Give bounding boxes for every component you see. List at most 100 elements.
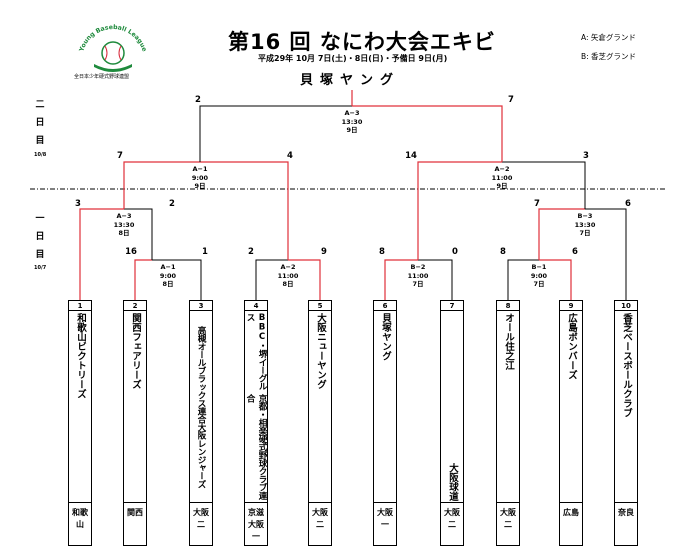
bracket-line-2 bbox=[134, 259, 152, 303]
score: 7 bbox=[117, 151, 123, 161]
team-seed: 2 bbox=[124, 301, 146, 311]
team-region: 和歌山 bbox=[69, 502, 91, 545]
team-box-1: 1 和歌山ビクトリーズ 和歌山 bbox=[68, 300, 92, 546]
match-info-a1-day2: A−1 9:00 9日 bbox=[192, 165, 208, 191]
score: 2 bbox=[195, 95, 201, 105]
team-seed: 6 bbox=[374, 301, 396, 311]
match-time: 13:30 bbox=[574, 220, 596, 229]
team-seed: 4 bbox=[245, 301, 267, 311]
score: 8 bbox=[379, 247, 385, 257]
bracket-line-b1-winner bbox=[538, 208, 585, 260]
team-region: 奈良 bbox=[615, 502, 637, 545]
team-box-3: 3 高槻オールブラックス連合 大阪レンジャーズ 大阪二 bbox=[189, 300, 213, 546]
team-seed: 5 bbox=[309, 301, 331, 311]
match-day: 7日 bbox=[412, 280, 424, 288]
bracket-line-a2-winner bbox=[200, 161, 289, 260]
score: 2 bbox=[248, 247, 254, 257]
bracket-line-6 bbox=[384, 259, 418, 303]
match-day: 7日 bbox=[533, 280, 545, 288]
logo-caption: 全日本少年硬式野球連盟 bbox=[74, 74, 130, 80]
champion-name: 貝塚ヤング bbox=[300, 73, 401, 88]
team-region: 大阪二 bbox=[441, 502, 463, 545]
score: 7 bbox=[508, 95, 514, 105]
score: 0 bbox=[452, 247, 458, 257]
score: 2 bbox=[169, 199, 175, 209]
bracket-line-8 bbox=[507, 259, 539, 303]
match-code: A−3 bbox=[344, 109, 360, 117]
team-name: 広島ボンバーズ bbox=[566, 313, 577, 380]
day2-label: 二日目 bbox=[35, 100, 45, 146]
team-name: 高槻オールブラックス連合 大阪レンジャーズ bbox=[190, 313, 212, 501]
bracket-line-7 bbox=[418, 259, 453, 303]
team-box-10: 10 香芝ベースボールクラブ 奈良 bbox=[614, 300, 638, 546]
match-info-a1-day1: A−1 9:00 8日 bbox=[160, 263, 176, 289]
score: 16 bbox=[125, 247, 137, 257]
match-info-a3-day1: A−3 13:30 8日 bbox=[114, 212, 135, 238]
team-region: 広島 bbox=[560, 502, 582, 545]
team-seed: 3 bbox=[190, 301, 212, 311]
match-time: 11:00 bbox=[407, 271, 429, 280]
team-name: 大阪球道 bbox=[447, 463, 458, 501]
day2-date: 10/8 bbox=[34, 152, 47, 158]
match-code: B−3 bbox=[577, 212, 593, 220]
score: 3 bbox=[75, 199, 81, 209]
team-region: 関西 bbox=[124, 502, 146, 545]
match-day: 9日 bbox=[496, 182, 508, 190]
bracket-line-5 bbox=[288, 259, 321, 303]
team-name: 大阪ニューヤング bbox=[315, 313, 326, 389]
match-info-b1-day1: B−1 9:00 7日 bbox=[531, 263, 547, 289]
match-info-a2-day2: A−2 11:00 9日 bbox=[492, 165, 513, 191]
team-seed: 9 bbox=[560, 301, 582, 311]
bracket-line-a1-winner bbox=[124, 208, 153, 260]
team-region: 大阪一 bbox=[374, 502, 396, 545]
score: 1 bbox=[202, 247, 208, 257]
team-box-2: 2 関西フェアリーズ 関西 bbox=[123, 300, 147, 546]
bracket-line-b3-winner bbox=[502, 161, 586, 209]
day1-date: 10/7 bbox=[34, 265, 47, 271]
team-region: 京滋大阪一 bbox=[245, 502, 267, 545]
score: 7 bbox=[534, 199, 540, 209]
team-seed: 1 bbox=[69, 301, 91, 311]
team-box-4: 4 BBC・堺イーグルス 京都・相楽硬式野球クラブ連合 京滋大阪一 bbox=[244, 300, 268, 546]
match-info-b2-day1: B−2 11:00 7日 bbox=[408, 263, 429, 289]
match-time: 11:00 bbox=[491, 173, 513, 182]
score: 14 bbox=[405, 151, 417, 161]
day1-label: 一日目 bbox=[35, 214, 45, 260]
team-name: 貝塚ヤング bbox=[380, 313, 391, 361]
match-code: A−1 bbox=[160, 263, 176, 271]
match-code: A−3 bbox=[116, 212, 132, 220]
bracket-line-3 bbox=[152, 259, 202, 303]
team-name: オール住之江 bbox=[503, 313, 514, 370]
bracket-line-b2-winner bbox=[417, 161, 502, 260]
match-code: A−1 bbox=[192, 165, 208, 173]
score: 8 bbox=[500, 247, 506, 257]
team-seed: 10 bbox=[615, 301, 637, 311]
team-seed: 7 bbox=[441, 301, 463, 311]
team-name: 関西フェアリーズ bbox=[130, 313, 141, 389]
page-title: 第16 回 なにわ大会エキビ bbox=[228, 30, 496, 54]
team-seed: 8 bbox=[497, 301, 519, 311]
team-name-col: BBC・堺イーグルス bbox=[245, 313, 267, 391]
match-time: 9:00 bbox=[159, 271, 177, 280]
team-box-5: 5 大阪ニューヤング 大阪二 bbox=[308, 300, 332, 546]
bracket-line-final-left bbox=[199, 105, 352, 162]
bracket-line-final-right bbox=[352, 105, 503, 162]
team-name: 香芝ベースボールクラブ bbox=[621, 313, 632, 418]
match-info-a2-day1: A−2 11:00 8日 bbox=[278, 263, 299, 289]
match-day: 9日 bbox=[194, 182, 206, 190]
match-time: 11:00 bbox=[277, 271, 299, 280]
team-name-col: 大阪レンジャーズ bbox=[196, 423, 206, 488]
team-region: 大阪二 bbox=[309, 502, 331, 545]
bracket-line-9 bbox=[539, 259, 572, 303]
bracket-line-1 bbox=[79, 208, 124, 303]
match-info-final: A−3 13:30 9日 bbox=[342, 109, 363, 135]
match-time: 9:00 bbox=[530, 271, 548, 280]
team-box-9: 9 広島ボンバーズ 広島 bbox=[559, 300, 583, 546]
bracket-line-4 bbox=[255, 259, 288, 303]
team-box-7: 7 大阪球道 大阪二 bbox=[440, 300, 464, 546]
team-region: 大阪二 bbox=[190, 502, 212, 545]
match-time: 13:30 bbox=[341, 117, 363, 126]
team-name-col: 高槻オールブラックス連合 bbox=[196, 325, 206, 424]
legend-ground-a: A: 矢倉グランド bbox=[581, 33, 636, 42]
